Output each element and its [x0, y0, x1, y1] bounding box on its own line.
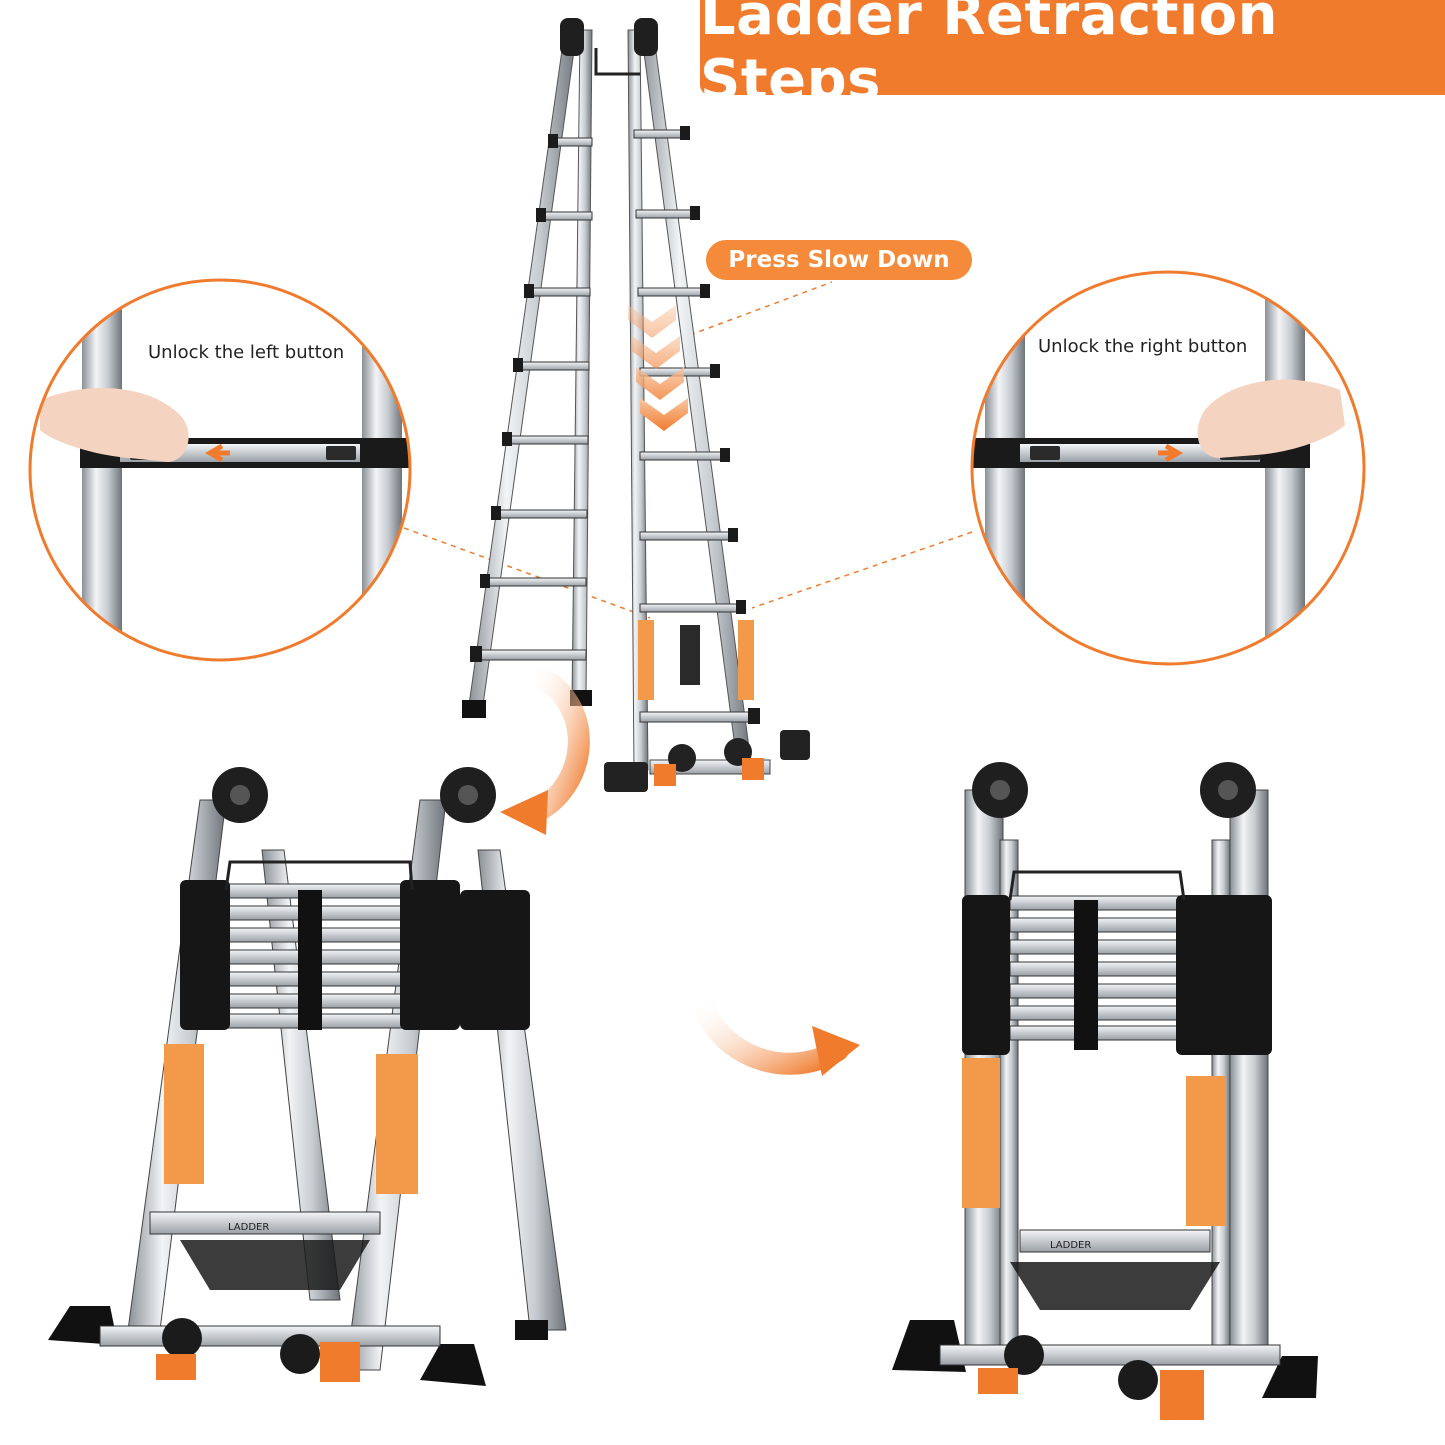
- extended-ladder: [462, 18, 810, 792]
- right-callout-circle: [970, 270, 1366, 666]
- left-callout-circle: [28, 278, 412, 662]
- page-title: Ladder Retraction Steps: [700, 0, 1279, 113]
- press-slow-down-label: Press Slow Down: [728, 247, 950, 273]
- press-down-chevrons: [628, 305, 688, 431]
- connector-lines: [403, 281, 973, 619]
- fully-retracted-ladder: LADDER: [892, 762, 1318, 1420]
- rung-brand-text-2: LADDER: [1050, 1240, 1091, 1251]
- left-callout-label: Unlock the left button: [148, 342, 345, 363]
- right-callout-label: Unlock the right button: [1038, 336, 1248, 357]
- rung-brand-text: LADDER: [228, 1222, 269, 1233]
- partially-retracted-ladder: LADDER: [48, 767, 567, 1386]
- title-banner: Ladder Retraction Steps: [700, 0, 1445, 113]
- press-slow-down-badge: Press Slow Down: [706, 240, 972, 280]
- curved-arrow-down: [500, 661, 590, 835]
- curved-arrow-right: [689, 987, 860, 1076]
